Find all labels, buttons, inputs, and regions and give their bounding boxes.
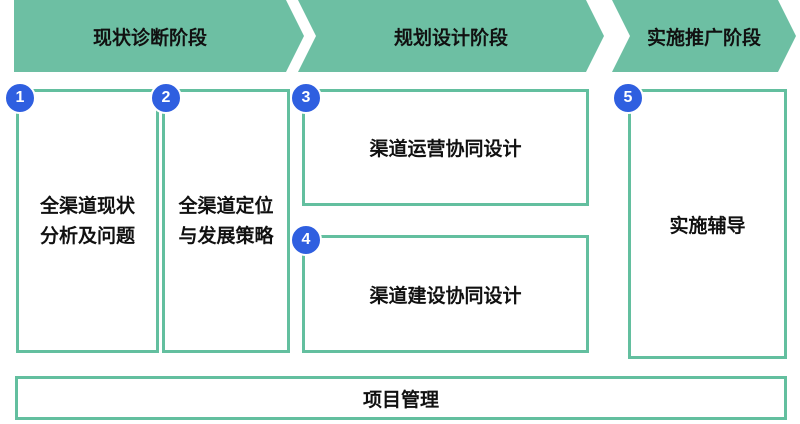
footer-label: 项目管理 bbox=[362, 388, 439, 411]
step-box-4: 渠道建设协同设计 bbox=[302, 235, 589, 353]
step-box-3: 渠道运营协同设计 bbox=[302, 89, 589, 206]
step-box-1: 全渠道现状分析及问题 bbox=[16, 89, 159, 353]
step-label: 渠道建设协同设计 bbox=[369, 284, 522, 307]
phase-label: 规划设计阶段 bbox=[393, 26, 508, 49]
step-number-badge-3: 3 bbox=[290, 82, 322, 114]
step-number-badge-1: 1 bbox=[4, 82, 36, 114]
step-box-5: 实施辅导 bbox=[628, 89, 787, 359]
phase-chevron-planning: 规划设计阶段 bbox=[298, 0, 604, 72]
step-label: 全渠道现状分析及问题 bbox=[39, 195, 135, 247]
phase-label: 现状诊断阶段 bbox=[92, 26, 207, 49]
step-label: 全渠道定位与发展策略 bbox=[178, 195, 274, 247]
step-label: 实施辅导 bbox=[669, 214, 746, 237]
step-number-badge-2: 2 bbox=[150, 82, 182, 114]
phase-chevron-implementation: 实施推广阶段 bbox=[612, 0, 796, 72]
step-box-2: 全渠道定位与发展策略 bbox=[162, 89, 290, 353]
chevron-shape bbox=[298, 0, 604, 72]
phase-label: 实施推广阶段 bbox=[646, 26, 761, 49]
chevron-shape bbox=[612, 0, 796, 72]
step-number-badge-5: 5 bbox=[612, 82, 644, 114]
chevron-shape bbox=[14, 0, 304, 72]
project-management-bar: 项目管理 bbox=[15, 376, 787, 420]
phase-chevron-diagnosis: 现状诊断阶段 bbox=[14, 0, 304, 72]
step-number-badge-4: 4 bbox=[290, 224, 322, 256]
step-label: 渠道运营协同设计 bbox=[369, 138, 522, 160]
